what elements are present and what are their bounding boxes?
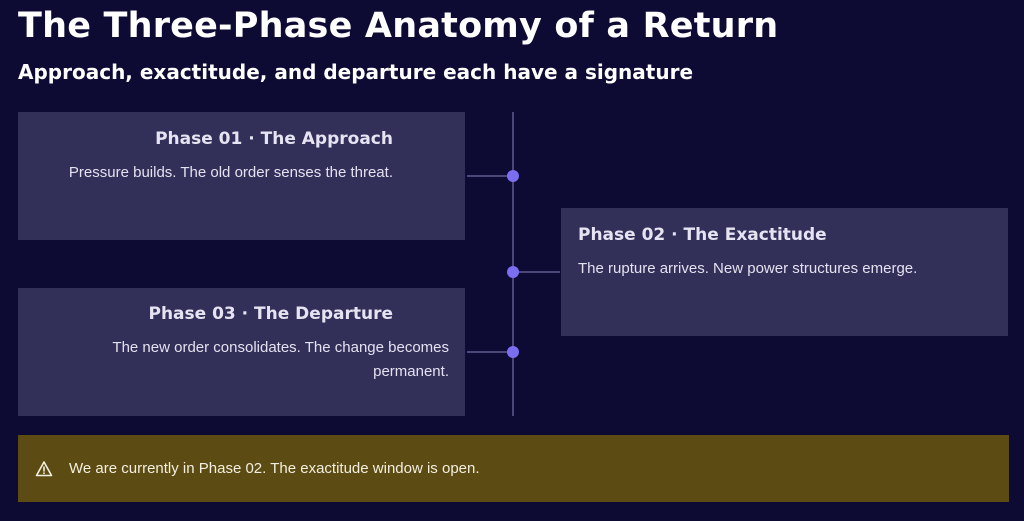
phase-card-exactitude: Phase 02 · The Exactitude The rupture ar… bbox=[561, 208, 1008, 336]
timeline-connector bbox=[514, 271, 560, 273]
timeline-line bbox=[512, 112, 514, 416]
timeline-dot bbox=[507, 346, 519, 358]
phase-card-body: The new order consolidates. The change b… bbox=[112, 339, 449, 380]
phase-card-title: Phase 03 · The Departure bbox=[148, 304, 393, 324]
timeline-dot bbox=[507, 266, 519, 278]
status-alert: We are currently in Phase 02. The exacti… bbox=[18, 435, 1009, 502]
phase-card-body: The rupture arrives. New power structure… bbox=[578, 260, 918, 277]
phase-card-body: Pressure builds. The old order senses th… bbox=[68, 164, 393, 181]
phase-card-title: Phase 01 · The Approach bbox=[155, 129, 393, 149]
timeline-connector bbox=[467, 351, 512, 353]
page-subtitle: Approach, exactitude, and departure each… bbox=[18, 60, 694, 84]
alert-text: We are currently in Phase 02. The exacti… bbox=[69, 460, 480, 477]
page-title: The Three-Phase Anatomy of a Return bbox=[18, 6, 779, 46]
phase-card-departure: Phase 03 · The Departure The new order c… bbox=[18, 288, 465, 416]
phase-card-approach: Phase 01 · The Approach Pressure builds.… bbox=[18, 112, 465, 240]
warning-icon bbox=[35, 460, 53, 478]
phase-card-title: Phase 02 · The Exactitude bbox=[578, 225, 827, 245]
timeline-dot bbox=[507, 170, 519, 182]
timeline-connector bbox=[467, 175, 512, 177]
